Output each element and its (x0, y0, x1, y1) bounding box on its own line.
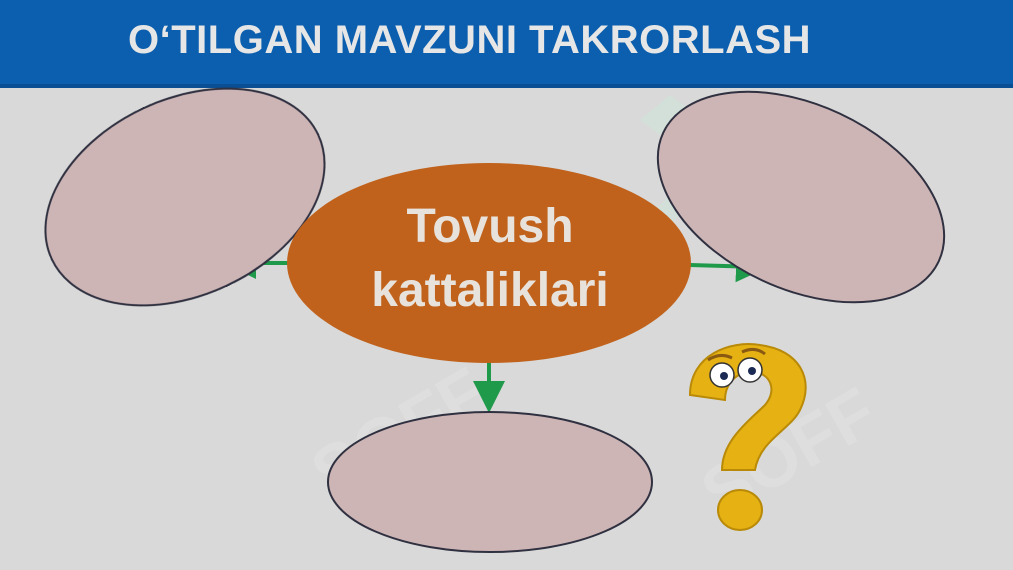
center-label-line1: Tovush (406, 200, 574, 253)
bubble-bottom[interactable] (327, 411, 653, 553)
bubble-top-left[interactable] (10, 46, 359, 348)
center-label: Tovush kattaliklari (285, 195, 695, 323)
center-ellipse (287, 163, 691, 363)
bubble-top-right[interactable] (624, 49, 977, 344)
header-bar: O‘TILGAN MAVZUNI TAKRORLASH (0, 0, 1013, 88)
center-label-line2: kattaliklari (371, 264, 609, 317)
header-underline (0, 84, 1013, 88)
page-title: O‘TILGAN MAVZUNI TAKRORLASH (128, 18, 812, 62)
question-mark-character-icon (688, 343, 807, 531)
